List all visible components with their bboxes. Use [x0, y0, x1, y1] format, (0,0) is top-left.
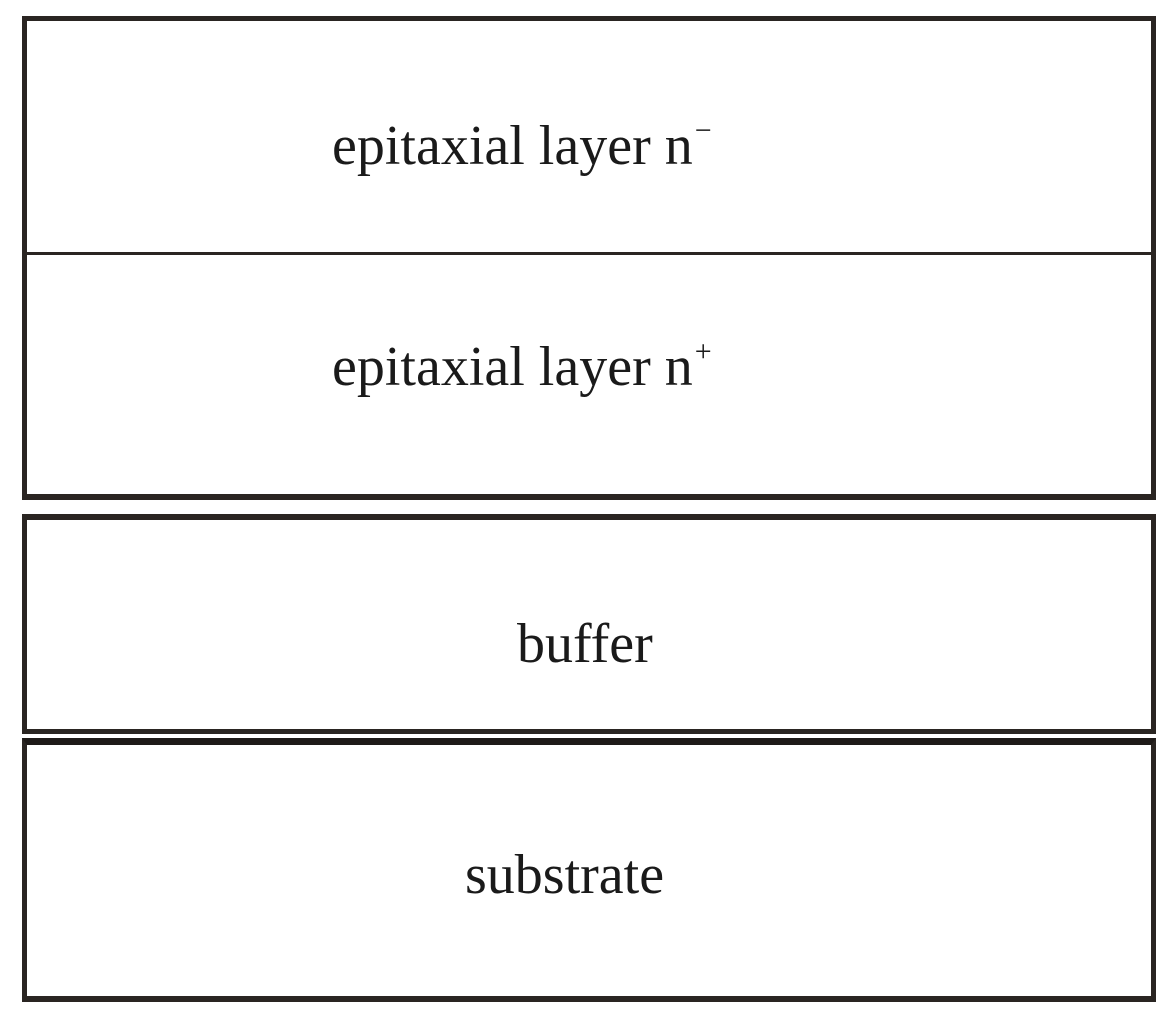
layer-buffer: buffer — [22, 514, 1156, 734]
layer-substrate: substrate — [22, 738, 1156, 1002]
layer-epitaxial-n-minus: epitaxial layer n− — [22, 16, 1156, 257]
layer-label-text: buffer — [517, 613, 653, 675]
layer-label: substrate — [465, 847, 664, 903]
layer-label: buffer — [517, 616, 653, 672]
layer-label: epitaxial layer n+ — [332, 336, 712, 398]
layer-label-text: substrate — [465, 844, 665, 906]
layer-epitaxial-n-plus: epitaxial layer n+ — [22, 255, 1156, 500]
layer-label-text: epitaxial layer n — [332, 115, 693, 177]
layer-label-text: epitaxial layer n — [332, 336, 693, 398]
layer-label-superscript: − — [694, 114, 712, 147]
layer-label-superscript: + — [694, 335, 712, 368]
layer-label: epitaxial layer n− — [332, 115, 712, 177]
